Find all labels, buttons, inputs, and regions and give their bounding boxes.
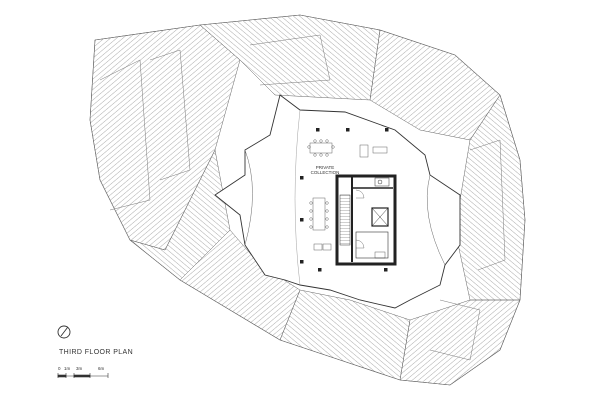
north-arrow-icon (57, 325, 71, 339)
room-label-line1: PRIVATE (315, 165, 335, 170)
plan-title: THIRD FLOOR PLAN (59, 349, 134, 356)
columns (300, 128, 389, 272)
louver-bands (89, 14, 526, 386)
room-label-private-collection: PRIVATE COLLECTION (305, 165, 345, 175)
furniture (307, 139, 388, 259)
louver-panel-outlines (99, 34, 506, 361)
scale-tick-2: 3m (76, 366, 83, 371)
scale-tick-0: 0 (58, 366, 61, 371)
room-label-line2: COLLECTION (310, 170, 340, 175)
building-core (335, 174, 397, 266)
scale-tick-1: 1m (64, 366, 71, 371)
scale-tick-3: 6m (98, 366, 105, 371)
scale-bar (57, 373, 109, 378)
